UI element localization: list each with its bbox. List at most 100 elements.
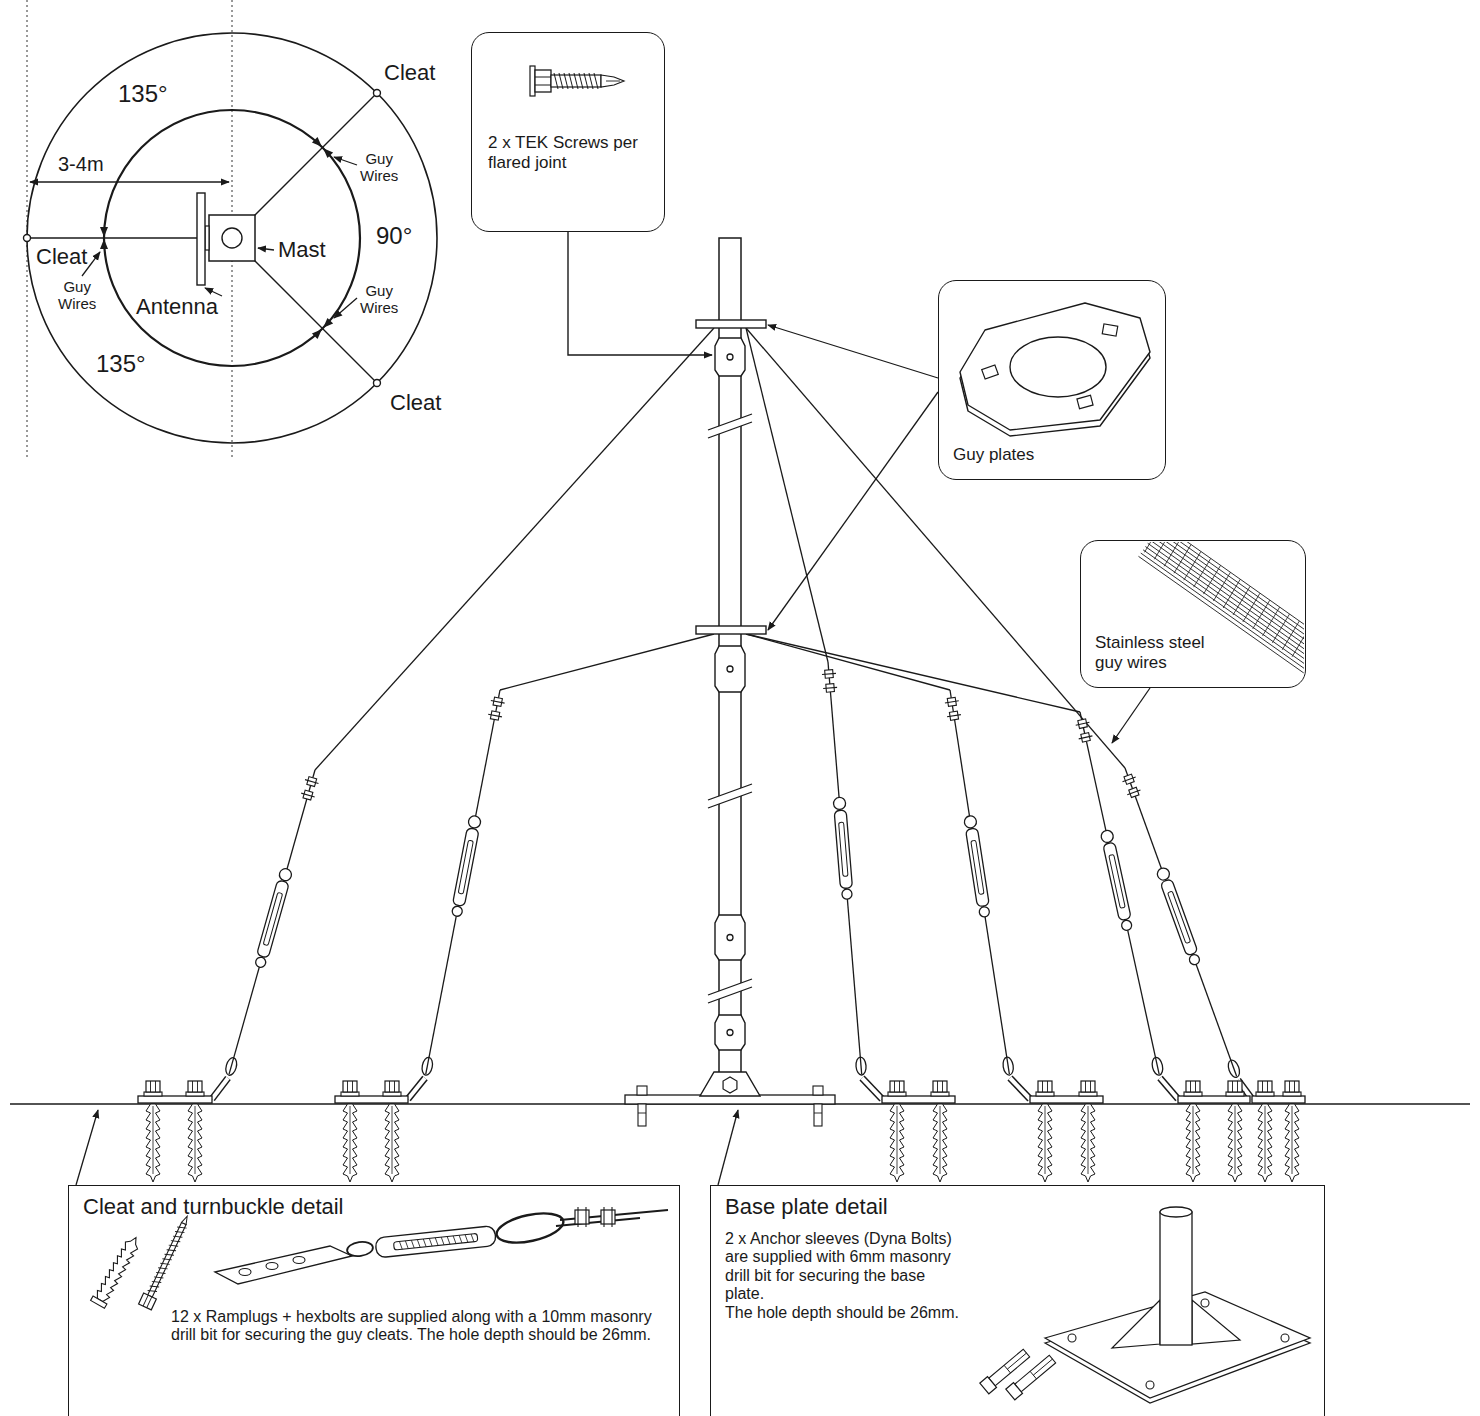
turnbuckle-assembly xyxy=(419,689,507,1077)
base-nut xyxy=(723,1077,737,1093)
wire-leader xyxy=(1112,688,1150,743)
hex-bolt-head xyxy=(890,1081,904,1092)
callout-box: Base plate detail2 x Anchor sleeves (Dyn… xyxy=(710,1185,1325,1416)
cleat-tab xyxy=(862,1078,882,1099)
detail-leader xyxy=(76,1110,98,1185)
shackle xyxy=(1151,1056,1165,1076)
drill-tip xyxy=(601,75,624,87)
hex-face xyxy=(155,1081,156,1092)
guy-wire xyxy=(746,328,828,662)
callout-box: Guy plates xyxy=(938,280,1166,480)
hex-bolt-head xyxy=(1285,1081,1299,1092)
ramplug-core xyxy=(1045,1106,1046,1174)
anchor-sleeve xyxy=(814,1104,822,1126)
hex-face xyxy=(1294,1081,1295,1092)
guy-wire xyxy=(746,328,1125,768)
guy-wire xyxy=(315,328,714,770)
flared-joint xyxy=(715,1015,745,1050)
hex-bolt-head xyxy=(385,1081,399,1092)
rope-twist xyxy=(1164,542,1181,566)
rope-twist xyxy=(1253,600,1270,629)
ramplug xyxy=(385,1104,399,1182)
turnbuckle-thread xyxy=(405,1241,408,1249)
mast-circle xyxy=(222,228,242,248)
plan-label: Cleat xyxy=(384,60,435,85)
sleeve-slit xyxy=(1030,1371,1036,1379)
hook-eye xyxy=(1188,953,1201,966)
ramplug xyxy=(1081,1104,1095,1182)
turnbuckle-body xyxy=(834,810,852,889)
hex-bolt-head xyxy=(933,1081,947,1092)
plate-square-hole xyxy=(1077,395,1093,408)
tek-screw-dot xyxy=(727,935,733,941)
turnbuckle-body xyxy=(452,828,479,907)
rope-twist xyxy=(1204,565,1221,594)
clip-bolt xyxy=(611,1207,612,1227)
screw-head-face xyxy=(535,85,551,86)
cleat-plate xyxy=(138,1096,212,1103)
cleat-plate xyxy=(882,1096,955,1103)
angle-arrowhead xyxy=(100,239,108,249)
rope-twist xyxy=(1194,558,1211,587)
plan-label: 90° xyxy=(376,222,412,250)
break-mark xyxy=(708,792,752,808)
screw-thread xyxy=(574,73,578,89)
bolt-thread xyxy=(160,1261,169,1268)
screw-thread xyxy=(579,73,583,89)
sleeve-slit xyxy=(814,1113,822,1114)
ramplug-flange xyxy=(91,1296,107,1308)
turnbuckle-assembly xyxy=(943,689,1016,1076)
screw-washer xyxy=(530,66,535,96)
ramplug-core xyxy=(392,1106,393,1174)
shackle xyxy=(224,1056,239,1076)
cleat-tab-edge xyxy=(1160,1078,1178,1099)
mast-square xyxy=(209,215,255,261)
cleat-tab xyxy=(212,1078,228,1099)
rope-twist xyxy=(1154,542,1171,559)
bolt-thread xyxy=(150,1283,159,1290)
cleat-plate xyxy=(1252,1096,1305,1103)
turnbuckle-thread xyxy=(453,1236,456,1244)
anchor-sleeve xyxy=(638,1104,646,1126)
tek-screw-dot xyxy=(727,1030,733,1036)
guy-wire xyxy=(500,634,714,690)
plan-label: 3-4m xyxy=(58,153,104,176)
rope-twist xyxy=(1282,621,1299,650)
hex-face xyxy=(894,1081,895,1092)
bolt-thread xyxy=(169,1242,178,1249)
callout-text: Guy plates xyxy=(953,445,1153,465)
ramplug xyxy=(890,1104,904,1182)
turnbuckle-body xyxy=(966,828,990,907)
tek-screw-dot xyxy=(727,666,733,672)
break-gap xyxy=(708,784,752,808)
screw-thread xyxy=(594,73,598,89)
ramplug-core xyxy=(1292,1106,1293,1174)
angle-arrowhead xyxy=(100,227,108,237)
hex-face xyxy=(352,1081,353,1092)
bolt-thread xyxy=(152,1279,161,1286)
shackle xyxy=(855,1057,866,1076)
hook-eye xyxy=(842,889,853,900)
ramplug xyxy=(188,1104,202,1182)
ramplug-detail xyxy=(91,1234,143,1309)
hex-face xyxy=(347,1081,348,1092)
turnbuckle-body xyxy=(1103,842,1131,921)
turnbuckle-detail xyxy=(375,1226,496,1258)
screw-head xyxy=(535,70,551,92)
hex-face xyxy=(1042,1081,1043,1092)
wire-clip-detail xyxy=(601,1210,615,1224)
ramplug-core xyxy=(195,1106,196,1174)
bolt-thread xyxy=(148,1288,157,1295)
cleat-hole xyxy=(266,1263,278,1270)
wire-tail xyxy=(229,770,315,1074)
hook-eye xyxy=(979,906,990,917)
ramplug-core xyxy=(1265,1106,1266,1174)
bolt-thread xyxy=(173,1233,182,1240)
angle-arrowhead xyxy=(323,318,333,328)
tube-top xyxy=(1160,1207,1192,1217)
cleat-plate xyxy=(1030,1096,1103,1103)
bolt-thread xyxy=(165,1252,174,1259)
mast-foot xyxy=(700,1072,760,1096)
ramplug-core xyxy=(940,1106,941,1174)
bolt-head-face xyxy=(143,1295,148,1306)
